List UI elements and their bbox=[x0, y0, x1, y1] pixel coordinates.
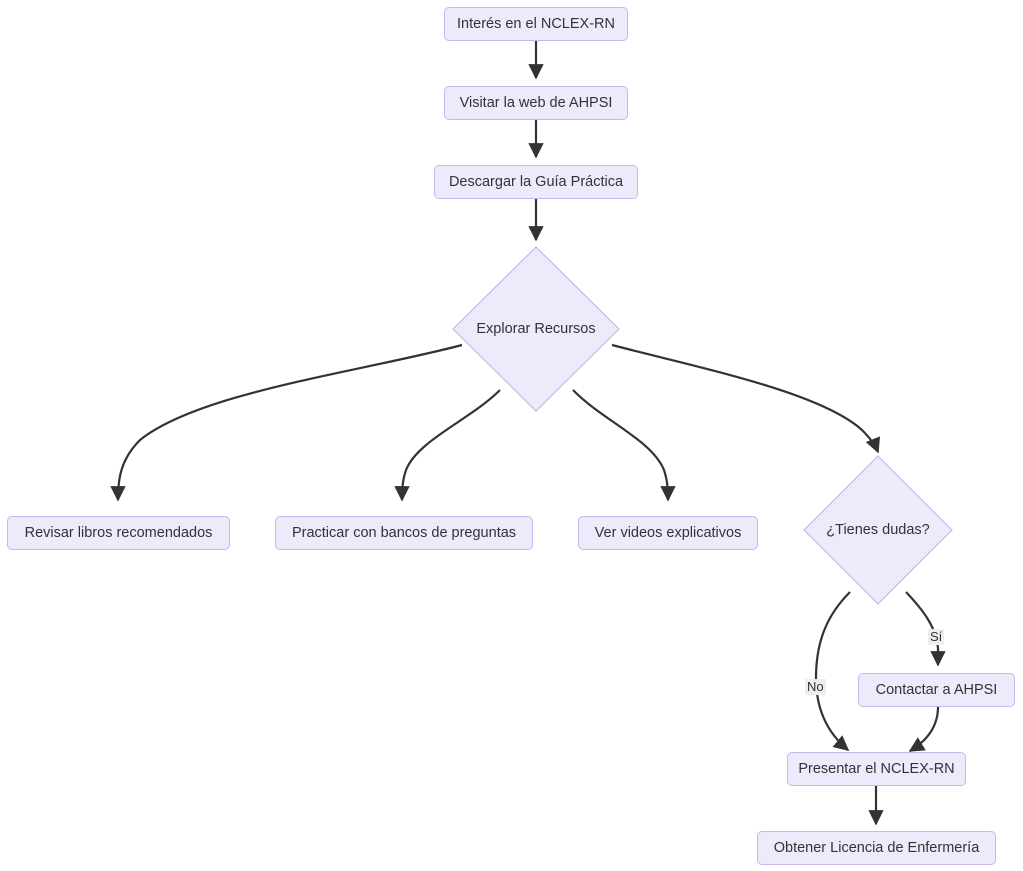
node-visitar-web[interactable]: Visitar la web de AHPSI bbox=[444, 86, 628, 120]
edge-label-si: Sí bbox=[928, 629, 945, 646]
node-interes[interactable]: Interés en el NCLEX-RN bbox=[444, 7, 628, 41]
diamond-shape-dudas bbox=[803, 455, 953, 605]
node-contactar-ahpsi-label: Contactar a AHPSI bbox=[875, 681, 998, 698]
node-tienes-dudas[interactable]: ¿Tienes dudas? bbox=[803, 455, 953, 605]
node-visitar-web-label: Visitar la web de AHPSI bbox=[459, 94, 613, 111]
node-practicar-bancos-label: Practicar con bancos de preguntas bbox=[291, 524, 517, 541]
edge-label-no-text: No bbox=[807, 679, 824, 694]
node-ver-videos-label: Ver videos explicativos bbox=[594, 524, 742, 541]
edge-explorar-bancos bbox=[394, 389, 501, 502]
node-presentar-nclex[interactable]: Presentar el NCLEX-RN bbox=[787, 752, 966, 786]
edge-contactar-presentar bbox=[908, 706, 940, 752]
node-presentar-nclex-label: Presentar el NCLEX-RN bbox=[798, 760, 955, 777]
node-explorar-recursos[interactable]: Explorar Recursos bbox=[452, 246, 620, 412]
node-revisar-libros[interactable]: Revisar libros recomendados bbox=[7, 516, 230, 550]
node-descargar-guia[interactable]: Descargar la Guía Práctica bbox=[434, 165, 638, 199]
node-descargar-guia-label: Descargar la Guía Práctica bbox=[448, 173, 624, 190]
diamond-shape-explorar bbox=[452, 246, 620, 412]
edge-explorar-libros bbox=[110, 343, 463, 502]
edge-explorar-dudas bbox=[611, 343, 880, 454]
edge-dudas-contactar bbox=[905, 591, 946, 667]
node-contactar-ahpsi[interactable]: Contactar a AHPSI bbox=[858, 673, 1015, 707]
node-practicar-bancos[interactable]: Practicar con bancos de preguntas bbox=[275, 516, 533, 550]
node-ver-videos[interactable]: Ver videos explicativos bbox=[578, 516, 758, 550]
edge-explorar-videos bbox=[572, 389, 676, 502]
node-obtener-licencia[interactable]: Obtener Licencia de Enfermería bbox=[757, 831, 996, 865]
edge-label-si-text: Sí bbox=[930, 629, 943, 644]
node-interes-label: Interés en el NCLEX-RN bbox=[457, 15, 615, 32]
edge-dudas-presentar bbox=[814, 591, 851, 751]
node-obtener-licencia-label: Obtener Licencia de Enfermería bbox=[773, 839, 980, 856]
edge-label-no: No bbox=[805, 679, 826, 696]
node-revisar-libros-label: Revisar libros recomendados bbox=[24, 524, 213, 541]
